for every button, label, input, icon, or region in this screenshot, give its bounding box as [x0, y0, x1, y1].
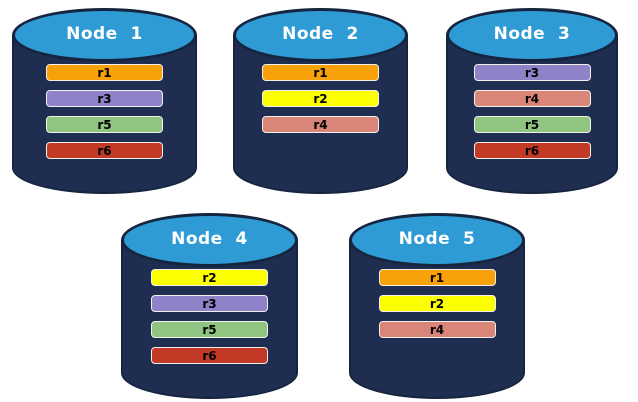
- database-node: Node 2 r1 r2 r4: [233, 8, 408, 194]
- node-title: Node 5: [398, 229, 476, 249]
- cylinder-top: Node 2: [233, 8, 408, 62]
- replica-bar: r3: [46, 90, 163, 107]
- replica-bar: r3: [473, 64, 591, 81]
- replica-bar: r1: [378, 269, 496, 286]
- node-title: Node 3: [493, 24, 571, 44]
- replica-bar: r5: [473, 116, 591, 133]
- database-node: Node 4 r2 r3 r5 r6: [121, 213, 298, 399]
- replica-bar: r1: [262, 64, 379, 81]
- node-title: Node 1: [66, 24, 143, 44]
- replica-bar: r2: [378, 295, 496, 312]
- cylinder-top: Node 3: [446, 8, 618, 62]
- cylinder-top: Node 1: [12, 8, 197, 62]
- replica-bar: r6: [46, 142, 163, 159]
- node-title: Node 4: [171, 229, 248, 249]
- cylinder-body: [121, 240, 298, 399]
- replica-bar: r5: [46, 116, 163, 133]
- database-node: Node 5 r1 r2 r4: [349, 213, 525, 399]
- replica-bar: r6: [473, 142, 591, 159]
- node-title: Node 2: [282, 24, 359, 44]
- replica-bar: r3: [151, 295, 268, 312]
- database-node: Node 1 r1 r3 r5 r6: [12, 8, 197, 194]
- replica-bar: r4: [262, 116, 379, 133]
- replica-bar: r2: [262, 90, 379, 107]
- replica-list: r3 r4 r5 r6: [446, 64, 618, 159]
- cylinder-top: Node 4: [121, 213, 298, 267]
- replica-bar: r6: [151, 347, 268, 364]
- replica-bar: r1: [46, 64, 163, 81]
- replica-list: r1 r3 r5 r6: [12, 64, 197, 159]
- cylinder-body: [349, 240, 525, 399]
- replica-bar: r4: [473, 90, 591, 107]
- replica-bar: r5: [151, 321, 268, 338]
- cylinder-top: Node 5: [349, 213, 525, 267]
- replica-list: r1 r2 r4: [349, 269, 525, 338]
- replica-list: r2 r3 r5 r6: [121, 269, 298, 364]
- database-node: Node 3 r3 r4 r5 r6: [446, 8, 618, 194]
- replica-bar: r4: [378, 321, 496, 338]
- replica-bar: r2: [151, 269, 268, 286]
- replica-list: r1 r2 r4: [233, 64, 408, 133]
